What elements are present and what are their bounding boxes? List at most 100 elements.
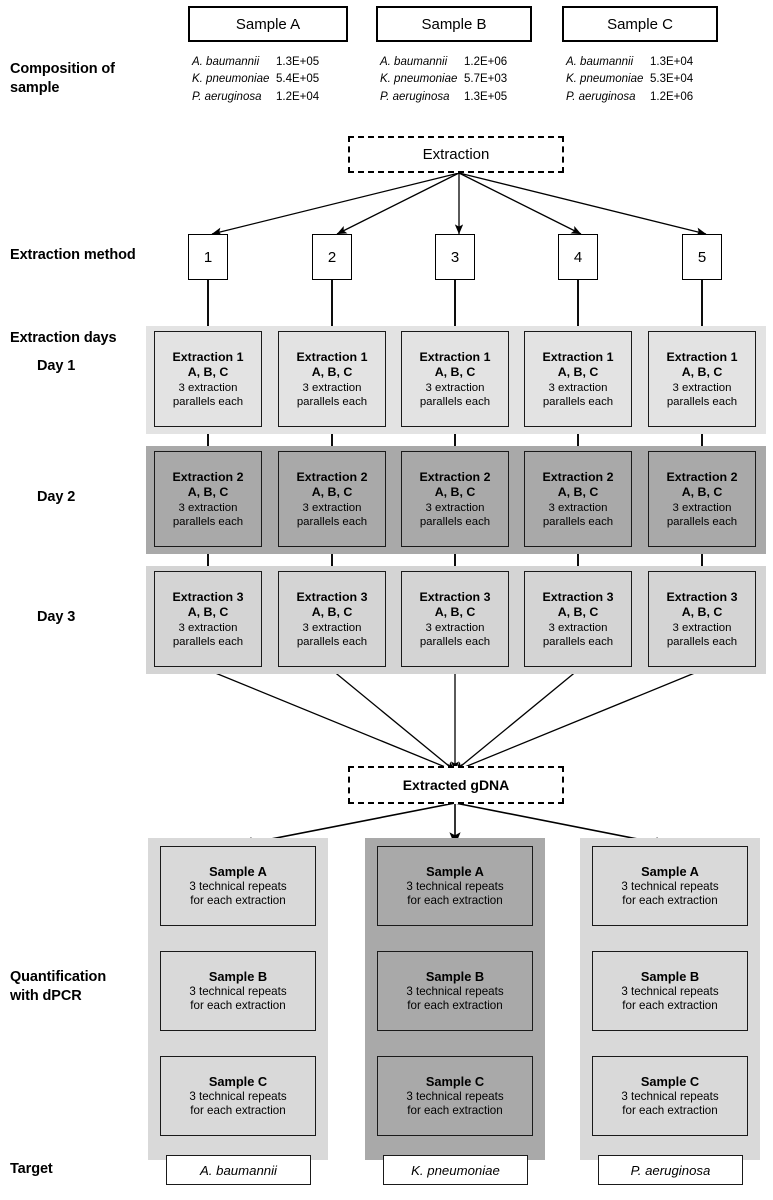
quant-note1: 3 technical repeats	[406, 985, 504, 999]
cell-note1: 3 extraction	[548, 502, 608, 515]
species-value: 1.3E+05	[276, 56, 320, 68]
cell-note1: 3 extraction	[548, 382, 608, 395]
cell-subtitle: A, B, C	[681, 604, 723, 619]
quant-note2: for each extraction	[622, 999, 718, 1013]
extraction-cell-day1-method5: Extraction 1 A, B, C 3 extraction parall…	[648, 331, 756, 427]
quant-cell-col2-sample-a: Sample A 3 technical repeats for each ex…	[377, 846, 533, 926]
cell-subtitle: A, B, C	[311, 604, 353, 619]
quant-cell-col1-sample-a: Sample A 3 technical repeats for each ex…	[160, 846, 316, 926]
cell-subtitle: A, B, C	[681, 364, 723, 379]
label-day-1: Day 1	[37, 358, 76, 374]
extraction-cell-day2-method3: Extraction 2 A, B, C 3 extraction parall…	[401, 451, 509, 547]
quant-title: Sample B	[425, 968, 485, 984]
cell-title: Extraction 1	[296, 349, 368, 364]
extracted-gdna-node: Extracted gDNA	[348, 766, 564, 804]
quant-note1: 3 technical repeats	[406, 1090, 504, 1104]
cell-subtitle: A, B, C	[557, 604, 599, 619]
quant-note2: for each extraction	[190, 894, 286, 908]
species-name: K. pneumoniae	[192, 73, 270, 86]
composition-row: K. pneumoniae 5.3E+04	[566, 71, 736, 88]
method-box-5: 5	[682, 234, 722, 280]
cell-subtitle: A, B, C	[557, 484, 599, 499]
quant-note2: for each extraction	[407, 894, 503, 908]
species-value: 1.2E+04	[276, 90, 320, 103]
cell-title: Extraction 2	[296, 469, 368, 484]
extraction-cell-day1-method2: Extraction 1 A, B, C 3 extraction parall…	[278, 331, 386, 427]
composition-row: P. aeruginosa 1.2E+06	[566, 89, 736, 106]
label-extraction-days: Extraction days	[10, 330, 117, 346]
quant-cell-col2-sample-b: Sample B 3 technical repeats for each ex…	[377, 951, 533, 1031]
species-name: P. aeruginosa	[380, 90, 450, 103]
composition-row: K. pneumoniae 5.4E+05	[192, 71, 362, 88]
cell-note1: 3 extraction	[672, 382, 732, 395]
quant-note1: 3 technical repeats	[621, 985, 719, 999]
quant-note1: 3 technical repeats	[189, 985, 287, 999]
label-composition-line2: sample	[10, 80, 60, 97]
cell-title: Extraction 2	[419, 469, 491, 484]
quant-title: Sample B	[208, 968, 268, 984]
cell-title: Extraction 3	[666, 589, 738, 604]
quant-title: Sample C	[208, 1073, 268, 1089]
cell-title: Extraction 1	[542, 349, 614, 364]
quant-cell-col3-sample-c: Sample C 3 technical repeats for each ex…	[592, 1056, 748, 1136]
species-value: 5.4E+05	[276, 73, 320, 86]
cell-note1: 3 extraction	[178, 502, 238, 515]
cell-note2: parallels each	[172, 395, 244, 408]
species-value: 1.3E+05	[464, 90, 508, 103]
method-box-2: 2	[312, 234, 352, 280]
quant-cell-col3-sample-a: Sample A 3 technical repeats for each ex…	[592, 846, 748, 926]
cell-title: Extraction 3	[419, 589, 491, 604]
composition-list-sample-c: A. baumannii 1.3E+04 K. pneumoniae 5.3E+…	[566, 54, 736, 106]
label-composition-of-sample: Composition of sample	[10, 60, 140, 98]
quant-note1: 3 technical repeats	[189, 1090, 287, 1104]
label-quantification-line2: with dPCR	[10, 988, 82, 1005]
cell-note1: 3 extraction	[548, 622, 608, 635]
cell-subtitle: A, B, C	[434, 604, 476, 619]
quant-title: Sample A	[209, 863, 267, 879]
cell-note1: 3 extraction	[302, 502, 362, 515]
species-name: P. aeruginosa	[192, 90, 262, 103]
cell-title: Extraction 3	[172, 589, 244, 604]
cell-subtitle: A, B, C	[681, 484, 723, 499]
cell-note2: parallels each	[419, 515, 491, 528]
composition-list-sample-b: A. baumannii 1.2E+06 K. pneumoniae 5.7E+…	[380, 54, 550, 106]
cell-note2: parallels each	[172, 635, 244, 648]
composition-row: K. pneumoniae 5.7E+03	[380, 71, 550, 88]
cell-subtitle: A, B, C	[557, 364, 599, 379]
quant-title: Sample C	[640, 1073, 700, 1089]
quant-note1: 3 technical repeats	[621, 1090, 719, 1104]
extraction-cell-day2-method5: Extraction 2 A, B, C 3 extraction parall…	[648, 451, 756, 547]
cell-note2: parallels each	[419, 395, 491, 408]
species-name: A. baumannii	[192, 56, 260, 68]
cell-note1: 3 extraction	[672, 502, 732, 515]
cell-note1: 3 extraction	[425, 382, 485, 395]
method-box-4: 4	[558, 234, 598, 280]
quant-note2: for each extraction	[622, 1104, 718, 1118]
label-day-2: Day 2	[37, 489, 76, 505]
cell-note2: parallels each	[666, 635, 738, 648]
cell-note2: parallels each	[542, 635, 614, 648]
species-name: K. pneumoniae	[566, 73, 644, 86]
quant-title: Sample A	[426, 863, 484, 879]
species-name: K. pneumoniae	[380, 73, 458, 86]
quant-title: Sample C	[425, 1073, 485, 1089]
species-value: 1.2E+06	[464, 56, 508, 68]
quant-cell-col3-sample-b: Sample B 3 technical repeats for each ex…	[592, 951, 748, 1031]
sample-box-b: Sample B	[376, 6, 532, 42]
cell-note2: parallels each	[666, 395, 738, 408]
cell-title: Extraction 1	[172, 349, 244, 364]
target-box-column-3: P. aeruginosa	[598, 1155, 743, 1185]
cell-note2: parallels each	[419, 635, 491, 648]
cell-note1: 3 extraction	[672, 622, 732, 635]
cell-note2: parallels each	[542, 515, 614, 528]
cell-note1: 3 extraction	[425, 622, 485, 635]
extraction-cell-day1-method4: Extraction 1 A, B, C 3 extraction parall…	[524, 331, 632, 427]
extraction-cell-day3-method1: Extraction 3 A, B, C 3 extraction parall…	[154, 571, 262, 667]
extraction-to-methods-arrows	[211, 172, 707, 236]
cell-note2: parallels each	[296, 515, 368, 528]
quant-title: Sample A	[641, 863, 699, 879]
composition-row: A. baumannii 1.2E+06	[380, 54, 550, 71]
cell-subtitle: A, B, C	[187, 364, 229, 379]
cell-title: Extraction 2	[172, 469, 244, 484]
